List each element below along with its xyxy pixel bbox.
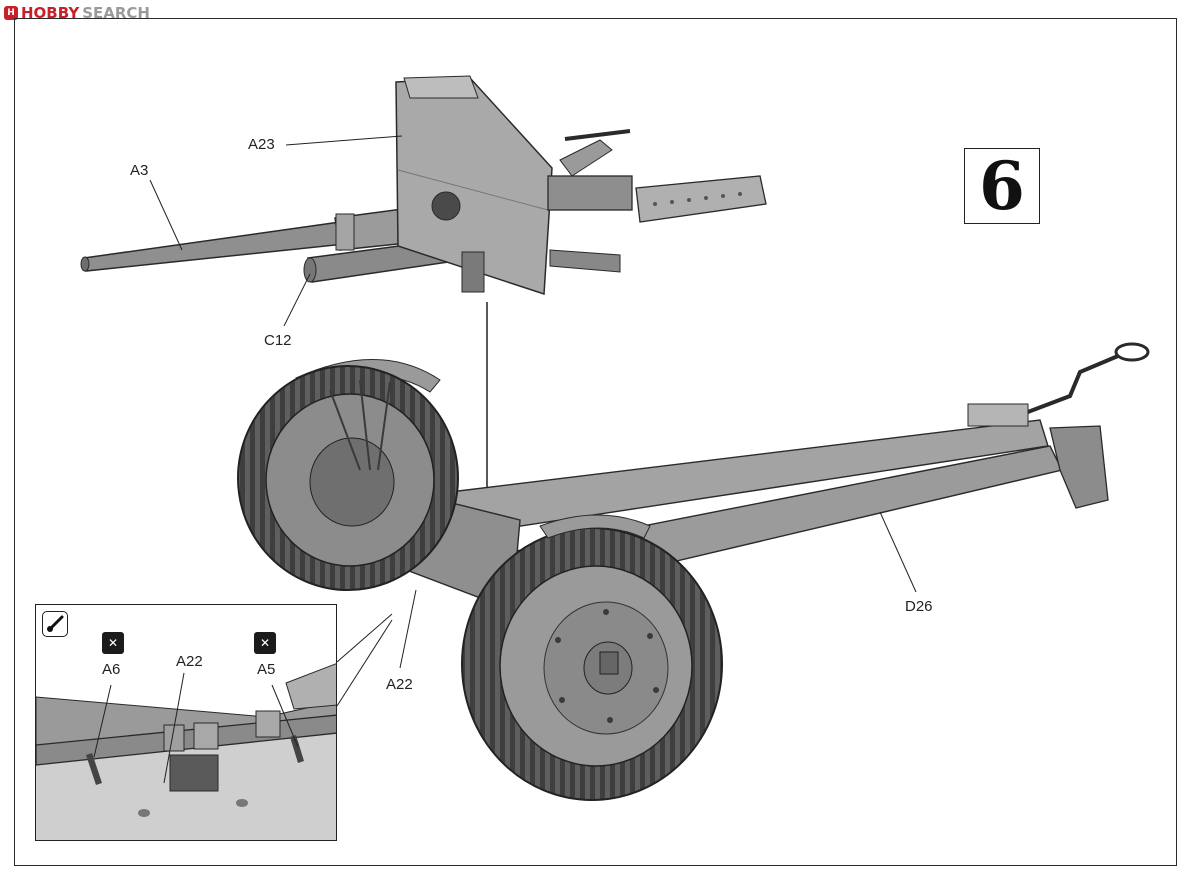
label-a23: A23 xyxy=(248,136,275,153)
watermark-brand-a: HOBBY xyxy=(21,4,80,22)
inset-illustration xyxy=(36,663,336,840)
label-a5: A5 xyxy=(257,661,276,678)
watermark: H HOBBY SEARCH xyxy=(4,4,150,22)
no-cement-icon: ✕ xyxy=(102,632,124,654)
label-a3: A3 xyxy=(130,162,149,179)
right-wheel xyxy=(461,514,723,801)
gun-assembly xyxy=(80,75,767,296)
watermark-brand-b: SEARCH xyxy=(82,4,150,22)
left-wheel xyxy=(237,365,459,591)
step-number: 6 xyxy=(964,147,1040,225)
label-d26: D26 xyxy=(905,598,933,615)
label-a22-inset: A22 xyxy=(176,653,203,670)
detail-inset xyxy=(35,604,337,841)
label-c12: C12 xyxy=(264,332,292,349)
no-cement-icon: ✕ xyxy=(254,632,276,654)
hobby-knife-icon xyxy=(42,611,68,637)
hobbysearch-logo-icon: H xyxy=(4,6,18,20)
label-a6: A6 xyxy=(102,661,121,678)
label-a22-main: A22 xyxy=(386,676,413,693)
instruction-frame xyxy=(14,18,1177,866)
